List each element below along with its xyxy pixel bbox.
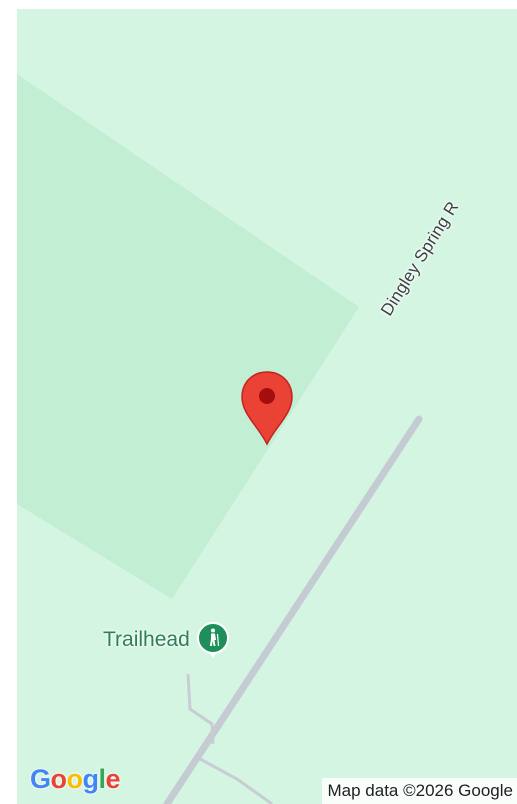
park-area	[17, 74, 359, 599]
hiker-icon	[196, 622, 229, 658]
road-dingley-spring	[163, 415, 423, 804]
poi-label: Trailhead	[103, 628, 190, 651]
trail-path-2	[199, 757, 273, 804]
poi-trailhead[interactable]: Trailhead	[103, 621, 230, 659]
location-pin-icon[interactable]	[240, 370, 294, 451]
map-base-layer	[17, 74, 423, 804]
google-logo: Google	[30, 764, 121, 794]
map-canvas[interactable]: Dingley Spring R Trailhead Google Map da…	[17, 9, 517, 804]
trail-path	[186, 673, 215, 745]
map-attribution: Map data ©2026 Google	[321, 778, 517, 804]
